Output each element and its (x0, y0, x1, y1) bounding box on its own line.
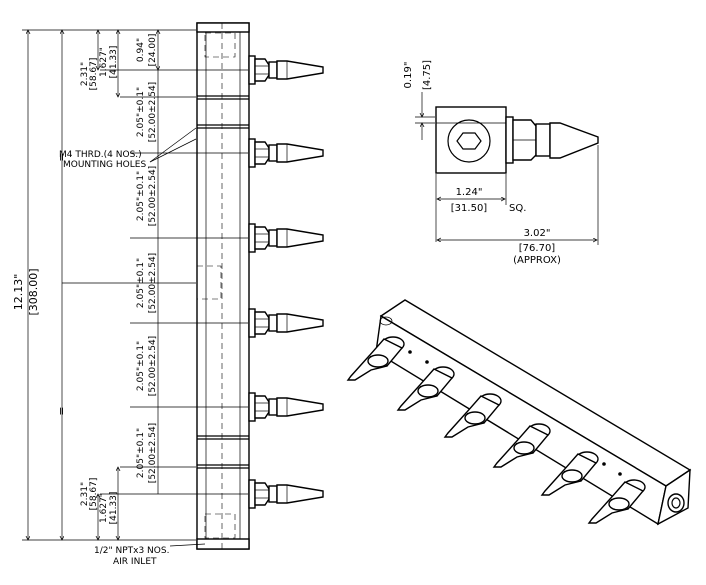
flange-in: 0.19" (403, 62, 414, 89)
inlet-note-line1: 1/2" NPTx3 NOS. (94, 546, 169, 556)
section-width-suffix: SQ. (509, 203, 526, 214)
equal-mark-top: = (55, 152, 68, 161)
overall-width-in: 3.02" (524, 228, 551, 239)
pitch-4-in: 2.05"±0.1" (136, 341, 146, 391)
nozzle-2 (248, 138, 324, 168)
nozzle-6 (248, 479, 324, 509)
middle-inlet-port (196, 265, 222, 300)
pitch-3-in: 2.05"±0.1" (136, 258, 146, 308)
flange-mm: [4.75] (422, 60, 433, 90)
pitch-2-in: 2.05"±0.1" (136, 171, 146, 221)
pitch-5-in: 2.05"±0.1" (136, 428, 146, 478)
equal-mark-bottom: = (55, 406, 68, 415)
top-hole-offset-mm: [41.33] (109, 46, 119, 79)
pitch-2-mm: [52.00±2.54] (148, 166, 158, 226)
nozzle-4 (248, 308, 324, 338)
overall-length-in: 12.13" (12, 274, 25, 311)
pitch-1-mm: [52.00±2.54] (148, 82, 158, 142)
overall-width-note: (APPROX) (513, 255, 561, 266)
bottom-hole-offset-in: 1.627" (99, 493, 109, 523)
hex-socket-icon (456, 132, 482, 150)
top-first-offset-in: 0.94" (136, 38, 146, 62)
nozzle-1 (248, 55, 324, 85)
manifold-body (196, 22, 250, 550)
top-hole-offset-in: 1.627" (99, 47, 109, 77)
iso-inlet-port (667, 493, 685, 513)
top-nozzle-offset-in: 2.31" (80, 62, 90, 86)
top-nozzle-offset-mm: [58.67] (89, 58, 99, 91)
bottom-inlet-port (204, 513, 236, 539)
pitch-5-mm: [52.00±2.54] (148, 423, 158, 483)
top-end-cap (196, 22, 250, 33)
pitch-3-mm: [52.00±2.54] (148, 253, 158, 313)
side-view: 0.19" [4.75] 1.24" [31.50] SQ. 3.02" [76… (403, 60, 599, 266)
bottom-hole-offset-mm: [41.33] (109, 492, 119, 525)
port-circle (447, 119, 491, 163)
overall-width-mm: [76.70] (519, 243, 556, 254)
isometric-view (347, 299, 692, 526)
nozzle-5 (248, 392, 324, 422)
overall-length-mm: [308.00] (27, 268, 40, 315)
nozzle-3 (248, 223, 324, 253)
bottom-end-cap (196, 538, 250, 550)
front-view: 12.13" [308.00] = = 2.31" [58.67] 1.627"… (12, 22, 324, 567)
bottom-nozzle-offset-mm: [58.67] (89, 478, 99, 511)
bottom-nozzle-offset-in: 2.31" (80, 482, 90, 506)
pitch-1-in: 2.05"±0.1" (136, 87, 146, 137)
top-first-offset-mm: [24.00] (148, 34, 158, 67)
mounting-note-line1: M4 THRD.(4 NOS.) (59, 150, 142, 160)
mounting-note-line2: MOUNTING HOLES (63, 160, 146, 170)
section-width-in: 1.24" (456, 187, 483, 198)
inlet-note-line2: AIR INLET (113, 557, 157, 567)
mounting-hole-bands (197, 95, 249, 469)
pitch-4-mm: [52.00±2.54] (148, 336, 158, 396)
side-body (435, 106, 507, 174)
section-width-mm: [31.50] (451, 203, 488, 214)
top-inlet-port (204, 32, 236, 58)
